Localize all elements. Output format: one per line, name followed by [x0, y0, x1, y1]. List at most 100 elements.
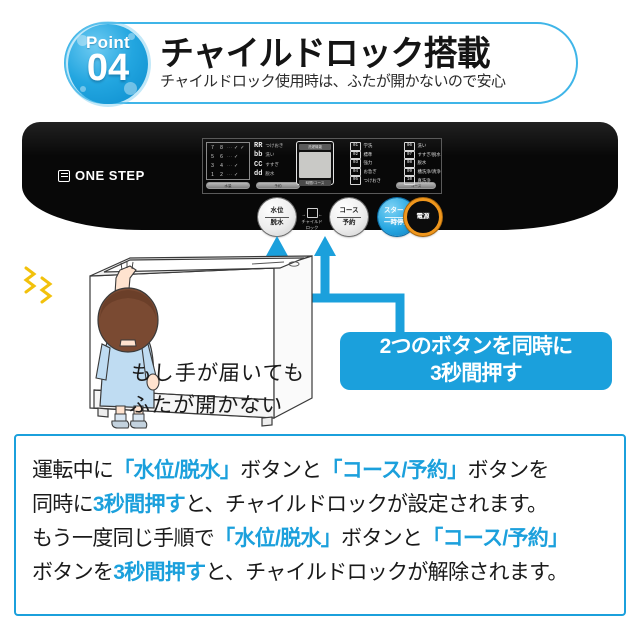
code-glyph: CC	[254, 160, 263, 169]
callout-line-2: 3秒間押す	[430, 362, 522, 385]
course-number: 03	[350, 159, 361, 168]
code-label: つけおき	[265, 142, 284, 148]
panel-inner-frame	[202, 138, 442, 194]
body-text: ボタンと	[341, 527, 423, 551]
handwritten-line-2: ふたが開かない	[128, 392, 284, 417]
course-label: 標準	[363, 151, 373, 157]
course-number: 07	[404, 150, 415, 160]
handwritten-line-1: もし手が届いても	[130, 361, 306, 385]
course-label: 学洗	[363, 143, 373, 149]
lcd-screen	[299, 152, 331, 178]
course-number: 02	[350, 150, 361, 160]
child-washing-machine-illustration	[23, 255, 313, 429]
indicator-right-number: 4	[220, 162, 223, 169]
lcd-bottom-label: 時間/コース	[299, 180, 331, 186]
button-divider	[337, 216, 361, 218]
logo-mark-icon	[58, 169, 70, 182]
button-bottom-label: 予約	[342, 218, 356, 226]
button-divider	[265, 216, 289, 218]
highlight-text: 「水位/脱水」	[113, 459, 241, 482]
body-text: ボタンと	[240, 459, 322, 482]
body-text: と、チャイルドロックが設定されます。	[185, 493, 548, 517]
course-number: 10	[404, 176, 415, 185]
highlight-text: 「コース/予約」	[422, 527, 569, 551]
reserve-pill-button[interactable]: 予約	[256, 182, 300, 189]
highlight-text: 「水位/脱水」	[214, 527, 342, 551]
bubble-icon	[124, 82, 137, 95]
indicator-left-number: 7	[211, 144, 214, 151]
course-number: 09	[404, 167, 415, 177]
handwritten-note: もし手が届いても ふたが開かない	[128, 358, 341, 421]
instruction-line-4: ボタンを3秒間押すと、チャイルドロックが解除されます。	[32, 556, 608, 590]
button-top-label: 水位	[270, 207, 284, 215]
indicator-right-number: 2	[220, 171, 223, 178]
lcd-top-label: 洗濯機能	[299, 144, 331, 150]
course-reserve-button[interactable]: コース 予約	[330, 198, 368, 236]
dots-icon: ···	[227, 153, 232, 160]
body-text: 運転中に	[32, 459, 114, 482]
course-number: 06	[404, 142, 415, 151]
body-text: もう一度同じ手順で	[32, 527, 215, 551]
course-number: 05	[350, 176, 361, 185]
dots-icon: ···	[227, 162, 232, 169]
highlight-text: 「コース/予約」	[321, 459, 468, 482]
course-number: 04	[350, 167, 361, 177]
code-glyph: RR	[254, 141, 263, 150]
code-glyph: bb	[254, 151, 263, 160]
button-top-label: コース	[339, 207, 359, 215]
indicator-right-number: 8	[220, 144, 223, 151]
body-text: と、チャイルドロックが解除されます。	[205, 561, 568, 585]
brand-logo: ONE STEP	[58, 168, 145, 183]
body-text: ボタンを	[467, 459, 550, 482]
indicator-left-number: 5	[211, 153, 214, 160]
water-amount-pill-button[interactable]: 水量	[206, 182, 250, 189]
check-icon: ✓	[240, 144, 245, 151]
check-icon: ✓	[234, 153, 239, 160]
button-top-label: スタート	[384, 207, 410, 215]
highlight-text: 3秒間押す	[92, 493, 186, 517]
course-label: すすぎ/脱水	[417, 151, 441, 157]
course-label: 洗い	[417, 143, 427, 149]
course-label: 強力	[363, 160, 373, 166]
body-text: 同時に	[32, 493, 94, 517]
course-label: つけおき	[363, 177, 382, 183]
callout-line-1: 2つのボタンを同時に	[379, 335, 573, 359]
child-lock-indicator: → ← チャイルドロック	[301, 208, 323, 231]
course-pill-button[interactable]: コース	[396, 182, 436, 189]
check-icon: ✓	[234, 171, 239, 178]
power-button[interactable]: 電源	[404, 198, 442, 236]
code-label: 洗い	[265, 152, 275, 158]
code-label: すすぎ	[265, 161, 279, 167]
water-level-spin-button[interactable]: 水位 脱水	[258, 198, 296, 236]
arrow-right-icon: ←	[318, 211, 323, 217]
point-badge: Point 04	[68, 24, 148, 104]
page-subtitle: チャイルドロック使用時は、ふたが開かないので安心	[160, 73, 506, 90]
instruction-line-2: 同時に3秒間押すと、チャイルドロックが設定されます。	[32, 488, 608, 522]
arrow-left-icon: →	[301, 211, 307, 217]
button-bottom-label: 脱水	[270, 218, 284, 226]
bubble-icon	[77, 35, 88, 46]
button-divider	[385, 216, 409, 218]
button-bottom-label: 一時停止	[384, 218, 410, 226]
dots-icon: ···	[227, 144, 232, 151]
bubble-icon	[128, 33, 135, 40]
course-label: 脱水	[417, 160, 427, 166]
indicator-right-number: 6	[220, 153, 223, 160]
body-text: ボタンを	[32, 561, 114, 585]
